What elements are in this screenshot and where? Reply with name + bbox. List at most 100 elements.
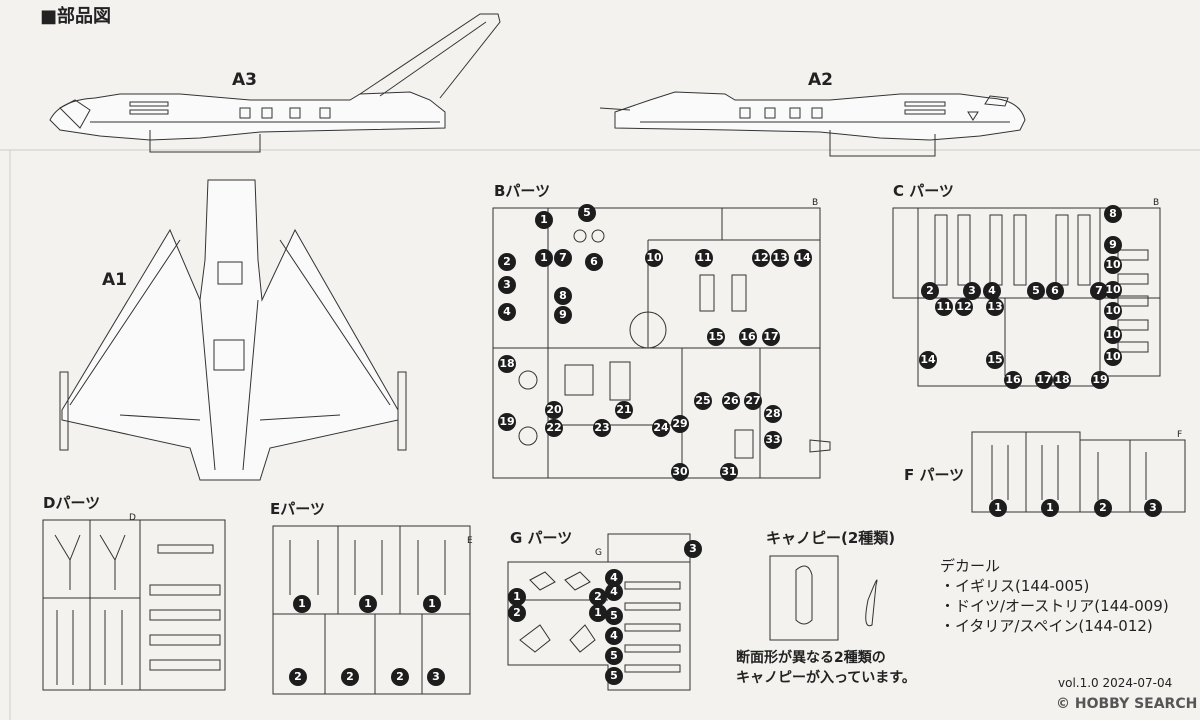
part-number-g-4: 4 xyxy=(605,583,623,601)
part-number-e-2: 2 xyxy=(391,668,409,686)
part-number-f-3: 3 xyxy=(1144,499,1162,517)
part-number-b-29: 29 xyxy=(671,415,689,433)
part-number-c-17: 17 xyxy=(1035,371,1053,389)
part-number-b-6: 6 xyxy=(585,253,603,271)
part-number-f-1: 1 xyxy=(1041,499,1059,517)
fuselage-a2 xyxy=(599,91,1026,157)
canopy-parts xyxy=(769,555,878,641)
part-number-g-5: 5 xyxy=(605,667,623,685)
part-number-c-7: 7 xyxy=(1090,282,1108,300)
part-number-b-24: 24 xyxy=(652,419,670,437)
part-number-c-12: 12 xyxy=(955,298,973,316)
canopy-note-line-1: 断面形が異なる2種類の xyxy=(736,650,886,666)
part-number-g-3: 3 xyxy=(684,540,702,558)
part-number-c-10: 10 xyxy=(1104,256,1122,274)
part-number-b-20: 20 xyxy=(545,401,563,419)
part-number-e-2: 2 xyxy=(289,668,307,686)
part-number-c-14: 14 xyxy=(919,351,937,369)
part-number-b-17: 17 xyxy=(762,328,780,346)
part-number-b-16: 16 xyxy=(739,328,757,346)
part-number-b-13: 13 xyxy=(771,249,789,267)
sprue-tag-e: E xyxy=(467,536,473,546)
sprue-tag-f: F xyxy=(1177,430,1183,440)
part-number-b-21: 21 xyxy=(615,401,633,419)
part-number-g-2: 2 xyxy=(508,604,526,622)
part-number-b-22: 22 xyxy=(545,419,563,437)
part-number-c-6: 6 xyxy=(1046,282,1064,300)
label-canopy: キャノピー(2種類) xyxy=(766,529,896,547)
part-number-c-10: 10 xyxy=(1104,281,1122,299)
part-number-c-5: 5 xyxy=(1027,282,1045,300)
label-a1: A1 xyxy=(102,270,127,290)
part-number-g-2: 2 xyxy=(589,588,607,606)
part-number-b-8: 8 xyxy=(554,287,572,305)
part-number-b-11: 11 xyxy=(695,249,713,267)
label-a3: A3 xyxy=(232,70,257,90)
decal-item-italy-spain: ・イタリア/スペイン(144-012) xyxy=(940,617,1153,635)
part-number-b-15: 15 xyxy=(707,328,725,346)
wing-a1 xyxy=(59,179,407,481)
decal-list: デカール ・イギリス(144-005) ・ドイツ/オーストリア(144-009)… xyxy=(940,556,1169,636)
part-number-e-1: 1 xyxy=(293,595,311,613)
part-number-f-2: 2 xyxy=(1094,499,1112,517)
part-number-g-5: 5 xyxy=(605,647,623,665)
part-number-c-16: 16 xyxy=(1004,371,1022,389)
part-number-g-4: 4 xyxy=(605,627,623,645)
part-number-b-1: 1 xyxy=(535,249,553,267)
part-number-e-1: 1 xyxy=(423,595,441,613)
part-number-c-13: 13 xyxy=(986,298,1004,316)
part-number-b-9: 9 xyxy=(554,306,572,324)
part-number-c-18: 18 xyxy=(1053,371,1071,389)
part-number-f-1: 1 xyxy=(989,499,1007,517)
part-number-c-2: 2 xyxy=(921,282,939,300)
part-number-g-5: 5 xyxy=(605,607,623,625)
part-number-b-26: 26 xyxy=(722,392,740,410)
part-number-b-2: 2 xyxy=(498,253,516,271)
sprue-tag-g: G xyxy=(595,548,602,558)
sprue-d xyxy=(42,519,226,691)
label-e-parts: Eパーツ xyxy=(270,500,325,518)
part-number-b-1: 1 xyxy=(535,211,553,229)
part-number-e-2: 2 xyxy=(341,668,359,686)
part-number-b-14: 14 xyxy=(794,249,812,267)
part-number-g-4: 4 xyxy=(605,569,623,587)
decal-item-germany-austria: ・ドイツ/オーストリア(144-009) xyxy=(940,597,1169,615)
part-number-b-27: 27 xyxy=(744,392,762,410)
part-number-c-10: 10 xyxy=(1104,302,1122,320)
part-number-b-30: 30 xyxy=(671,463,689,481)
label-g-parts: G パーツ xyxy=(510,529,573,547)
watermark: © HOBBY SEARCH xyxy=(1056,696,1198,712)
label-c-parts: C パーツ xyxy=(893,182,954,200)
label-b-parts: Bパーツ xyxy=(494,182,551,200)
part-number-c-10: 10 xyxy=(1104,348,1122,366)
part-number-g-1: 1 xyxy=(589,604,607,622)
decal-heading: デカール xyxy=(940,557,1001,575)
part-number-b-23: 23 xyxy=(593,419,611,437)
part-number-c-10: 10 xyxy=(1104,326,1122,344)
part-number-g-1: 1 xyxy=(508,588,526,606)
sprue-tag-d: D xyxy=(129,513,136,523)
part-number-b-33: 33 xyxy=(764,431,782,449)
part-number-b-18: 18 xyxy=(498,355,516,373)
part-number-b-12: 12 xyxy=(752,249,770,267)
canopy-note-line-2: キャノピーが入っています。 xyxy=(736,670,916,686)
label-a2: A2 xyxy=(808,70,833,90)
canopy-note: 断面形が異なる2種類の キャノピーが入っています。 xyxy=(736,648,916,688)
part-number-b-19: 19 xyxy=(498,413,516,431)
part-number-b-7: 7 xyxy=(554,249,572,267)
part-number-e-3: 3 xyxy=(427,668,445,686)
version-label: vol.1.0 2024-07-04 xyxy=(1058,676,1173,690)
sprue-tag-b: B xyxy=(812,198,819,208)
part-number-c-4: 4 xyxy=(983,282,1001,300)
label-d-parts: Dパーツ xyxy=(43,494,101,512)
part-number-b-3: 3 xyxy=(498,276,516,294)
decal-item-uk: ・イギリス(144-005) xyxy=(940,577,1090,595)
part-number-e-1: 1 xyxy=(359,595,377,613)
page-title: ■部品図 xyxy=(40,6,112,27)
part-number-c-9: 9 xyxy=(1104,236,1122,254)
part-number-b-31: 31 xyxy=(720,463,738,481)
part-number-c-8: 8 xyxy=(1104,205,1122,223)
part-number-c-15: 15 xyxy=(986,351,1004,369)
label-f-parts: F パーツ xyxy=(904,466,965,484)
part-number-b-4: 4 xyxy=(498,303,516,321)
